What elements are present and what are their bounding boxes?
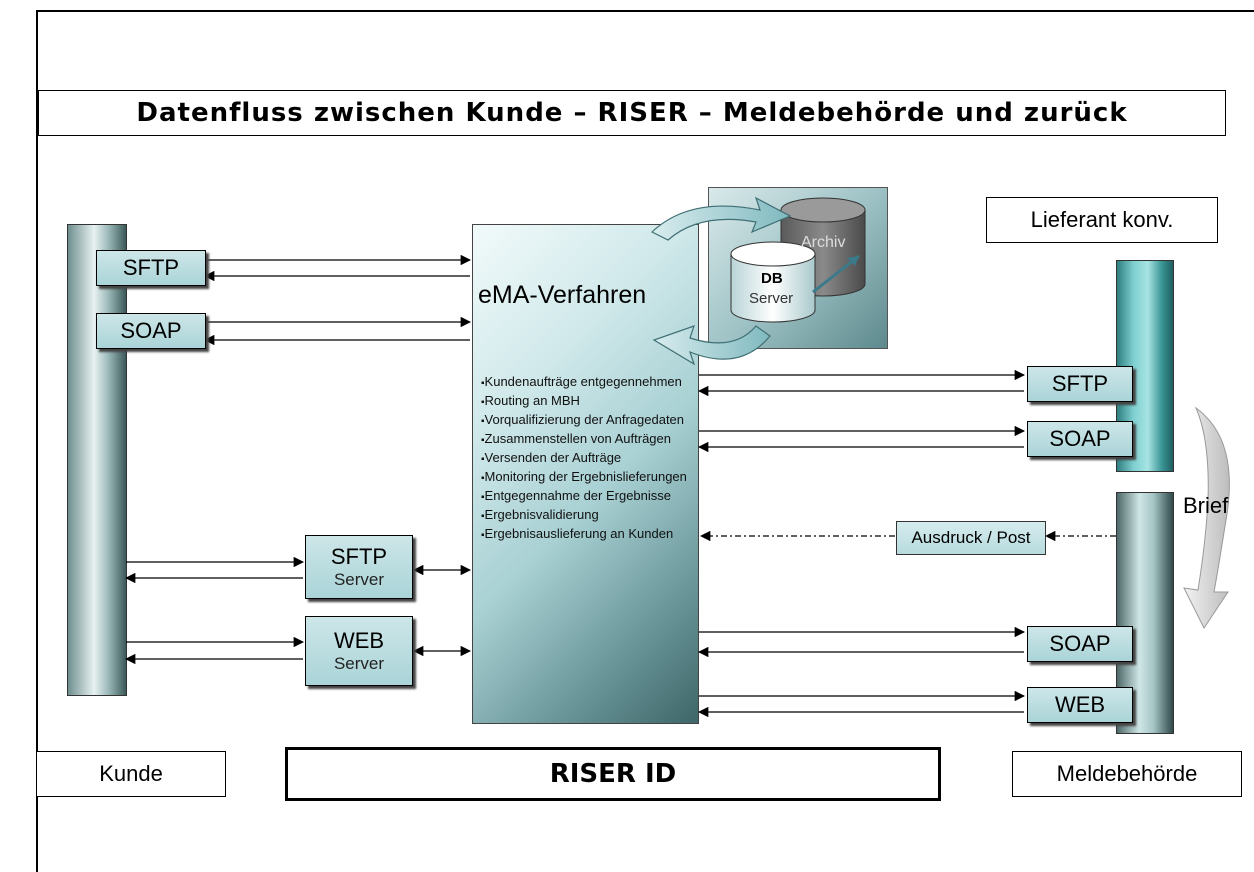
lieferant-soap-box: SOAP: [1027, 421, 1133, 457]
ema-task-list: Kundenaufträge entgegennehmen Routing an…: [481, 373, 693, 544]
melde-web-label: WEB: [1054, 692, 1106, 717]
archiv-label: Archiv: [801, 234, 846, 251]
ema-item-2: Routing an MBH: [481, 392, 693, 411]
riser-id-box: RISER ID: [285, 747, 941, 801]
sftp-server-sub: Server: [333, 570, 385, 589]
lieferant-soap-label: SOAP: [1049, 426, 1111, 451]
ema-item-5: Versenden der Aufträge: [481, 449, 693, 468]
ema-item-8: Ergebnisvalidierung: [481, 506, 693, 525]
meldebehoerde-label: Meldebehörde: [1056, 761, 1198, 786]
ema-item-1: Kundenaufträge entgegennehmen: [481, 373, 693, 392]
ema-item-4: Zusammenstellen von Aufträgen: [481, 430, 693, 449]
web-server-label: WEB: [333, 628, 385, 653]
lieferant-sftp-box: SFTP: [1027, 366, 1133, 402]
sftp-server-box: SFTP Server: [305, 535, 413, 599]
brief-arrow: [1183, 406, 1230, 629]
brief-label: Brief: [1183, 493, 1229, 518]
flow-arrows: [124, 196, 1230, 718]
melde-soap-box: SOAP: [1027, 626, 1133, 662]
web-server-sub: Server: [333, 654, 385, 673]
db-cylinders: [730, 197, 866, 323]
db-sync-arrow-bottom: [652, 325, 771, 366]
db-sync-arrow-top: [650, 196, 792, 241]
diagram-canvas: Datenfluss zwischen Kunde – RISER – Meld…: [0, 0, 1254, 854]
kunde-sftp-box: SFTP: [96, 250, 206, 286]
server-label: Server: [749, 290, 794, 307]
db-label: DB: [761, 270, 783, 287]
ema-item-7: Entgegennahme der Ergebnisse: [481, 487, 693, 506]
outer-frame: [36, 10, 1254, 872]
ema-item-6: Monitoring der Ergebnislieferungen: [481, 468, 693, 487]
meldebehoerde-box: Meldebehörde: [1012, 751, 1242, 797]
ema-item-3: Vorqualifizierung der Anfragedaten: [481, 411, 693, 430]
ausdruck-post-label: Ausdruck / Post: [911, 528, 1031, 547]
web-server-box: WEB Server: [305, 616, 413, 686]
kunde-soap-label: SOAP: [120, 318, 182, 343]
lieferant-box: Lieferant konv.: [986, 197, 1218, 243]
kunde-label: Kunde: [99, 761, 163, 786]
melde-web-box: WEB: [1027, 687, 1133, 723]
riser-id-label: RISER ID: [549, 759, 677, 789]
kunde-box: Kunde: [36, 751, 226, 797]
sftp-server-label: SFTP: [330, 544, 388, 569]
ema-item-9: Ergebnisauslieferung an Kunden: [481, 525, 693, 544]
ema-verfahren-box: eMA-Verfahren Kundenaufträge entgegenneh…: [472, 224, 699, 724]
ema-title: eMA-Verfahren: [478, 281, 647, 309]
diagram-title: Datenfluss zwischen Kunde – RISER – Meld…: [136, 98, 1128, 128]
kunde-pillar: [67, 224, 127, 696]
melde-soap-label: SOAP: [1049, 631, 1111, 656]
kunde-soap-box: SOAP: [96, 313, 206, 349]
title-box: Datenfluss zwischen Kunde – RISER – Meld…: [38, 90, 1226, 136]
lieferant-sftp-label: SFTP: [1051, 371, 1109, 396]
lieferant-label: Lieferant konv.: [1030, 207, 1174, 232]
kunde-sftp-label: SFTP: [122, 255, 180, 280]
ausdruck-post-box: Ausdruck / Post: [896, 521, 1046, 555]
